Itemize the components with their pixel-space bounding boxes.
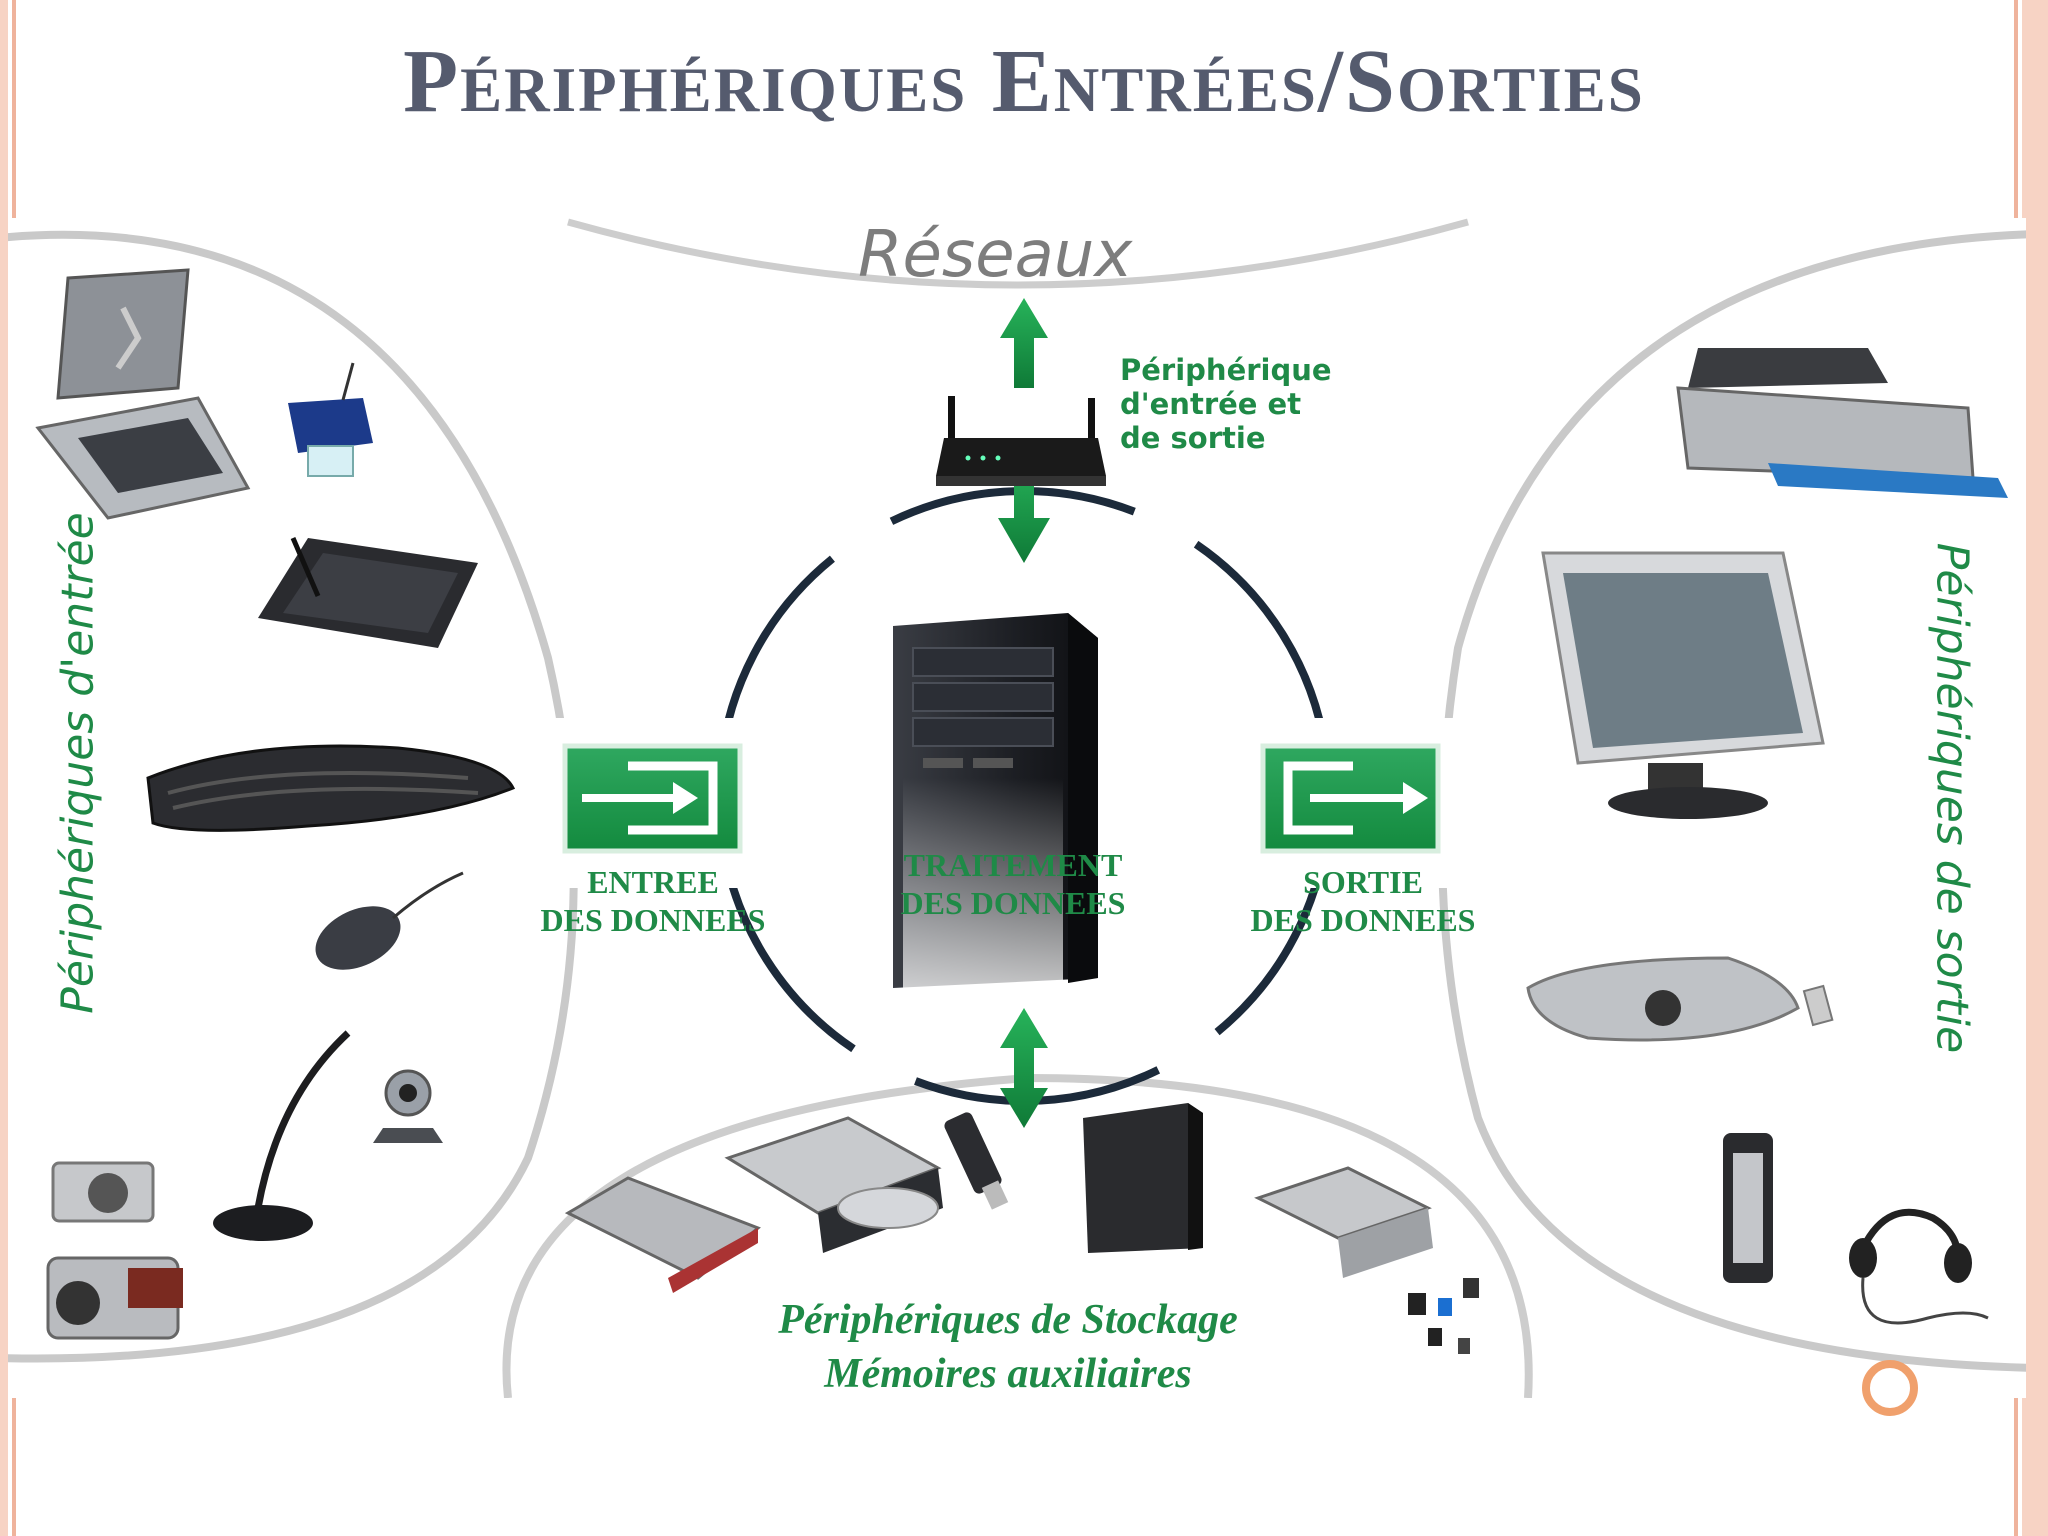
io-diagram: Réseaux Périphérique d'entrée et de sort…	[8, 218, 2026, 1398]
output-side-label: Périphériques de sortie	[1926, 542, 1978, 1054]
graphics-tablet-icon	[258, 537, 478, 648]
storage-line-1: Périphériques de Stockage	[778, 1297, 1238, 1343]
page-title: Périphériques Entrées/Sorties	[403, 32, 1645, 131]
network-label: Réseaux	[858, 218, 1133, 292]
data-processing-label: TRAITEMENT DES DONNEES	[853, 846, 1173, 922]
data-input-line-1: ENTREE	[587, 864, 719, 900]
diagram-canvas	[8, 218, 2026, 1398]
usb-key-icon	[944, 1112, 1009, 1210]
io-device-line-1: Périphérique	[1120, 353, 1332, 387]
keyboard-icon	[146, 744, 516, 832]
data-processing-line-1: TRAITEMENT	[903, 847, 1123, 883]
network-up-arrow	[1000, 298, 1048, 388]
data-processing-line-2: DES DONNEES	[900, 885, 1126, 921]
monitor-icon	[1541, 551, 1825, 819]
input-side-label: Périphériques d'entrée	[52, 512, 104, 1014]
camera-icon	[51, 1161, 155, 1223]
data-input-label: ENTREE DES DONNEES	[508, 863, 798, 939]
speaker-icon	[1723, 1133, 1773, 1283]
projector-icon	[1526, 956, 1834, 1042]
hdd-enclosure-icon	[1083, 1103, 1203, 1253]
card-reader-bay-icon	[1254, 1166, 1479, 1354]
storage-line-2: Mémoires auxiliaires	[824, 1351, 1192, 1397]
card-reader-icon	[288, 362, 373, 477]
printer-icon	[1676, 348, 2008, 498]
router-icon	[936, 396, 1106, 486]
io-device-line-2: d'entrée et	[1120, 387, 1302, 421]
external-hdd-icon	[564, 1176, 761, 1293]
data-input-line-2: DES DONNEES	[540, 902, 766, 938]
network-down-arrow	[998, 458, 1050, 563]
optical-drive-icon	[724, 1116, 943, 1253]
microphone-icon	[213, 1030, 351, 1241]
decorative-circle	[1862, 1360, 1918, 1416]
data-input-symbol	[562, 743, 743, 854]
io-device-label: Périphérique d'entrée et de sortie	[1120, 353, 1332, 455]
data-output-line-1: SORTIE	[1303, 864, 1423, 900]
io-device-line-3: de sortie	[1120, 421, 1266, 455]
scanner-icon	[35, 268, 251, 520]
storage-label: Périphériques de Stockage Mémoires auxil…	[648, 1293, 1368, 1401]
headphones-icon	[1849, 1208, 1989, 1325]
data-output-label: SORTIE DES DONNEES	[1213, 863, 1513, 939]
storage-bidirectional-arrow	[1000, 1008, 1048, 1128]
data-output-line-2: DES DONNEES	[1250, 902, 1476, 938]
data-output-symbol	[1260, 743, 1441, 854]
camcorder-icon	[46, 1256, 183, 1340]
webcam-icon	[373, 1069, 443, 1143]
pc-tower-icon	[893, 613, 1098, 988]
network-region-arc	[567, 218, 1469, 289]
mouse-icon	[315, 871, 464, 970]
